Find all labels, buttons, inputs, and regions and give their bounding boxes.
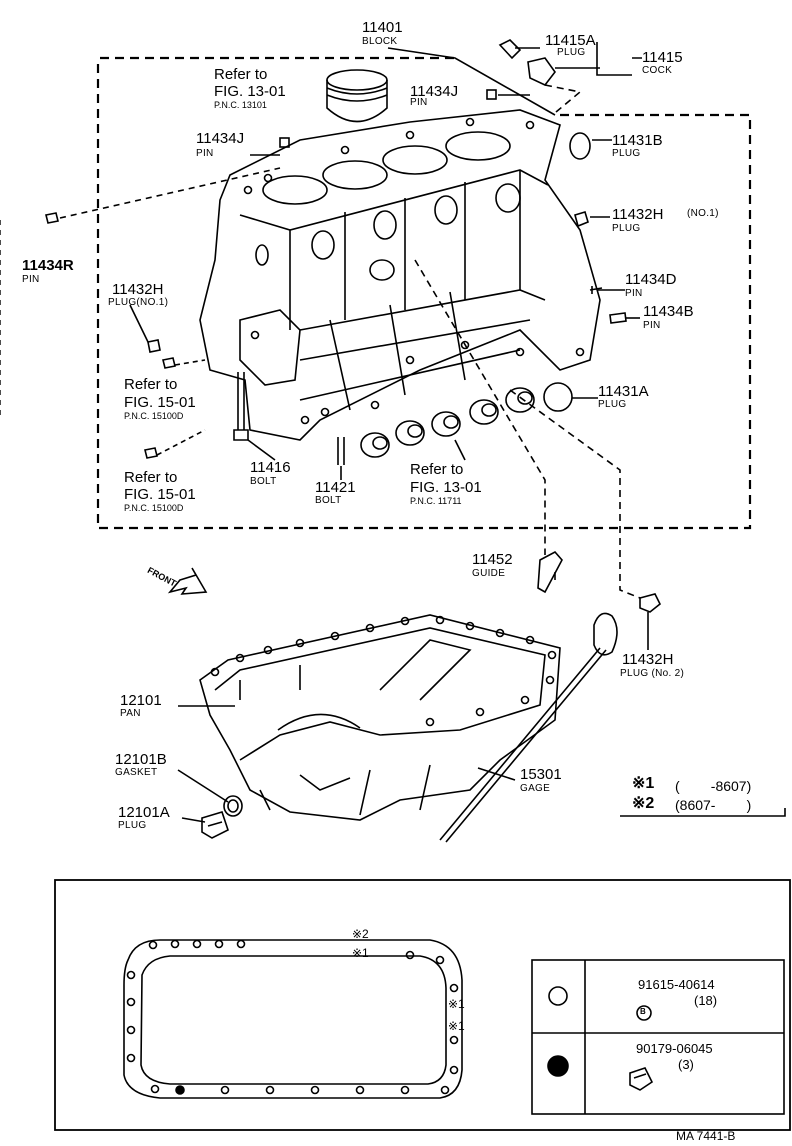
- label-11401-number: 11401: [362, 19, 403, 36]
- label-12101a-number: 12101A: [118, 804, 170, 821]
- label-11415-name: COCK: [642, 65, 673, 76]
- inset-mark-top-2: ※1: [352, 946, 369, 960]
- leader-lines: [59, 42, 649, 823]
- inset-mark-top-1: ※2: [352, 927, 369, 941]
- applicability-range-1: ( -8607): [675, 778, 752, 794]
- label-11434d-name: PIN: [625, 288, 643, 299]
- label-11434b-name: PIN: [643, 320, 661, 331]
- label-11452-number: 11452: [472, 551, 513, 568]
- label-11431b-name: PLUG: [612, 148, 641, 159]
- ref-15100a-line3: P.N.C. 15100D: [124, 411, 184, 421]
- oil-pan-icon: [199, 614, 561, 821]
- label-12101-name: PAN: [120, 708, 141, 719]
- label-11421-number: 11421: [315, 479, 356, 496]
- label-11415a-number: 11415A: [545, 32, 596, 49]
- fastener-2-part: 90179-06045: [636, 1041, 713, 1056]
- label-11416-number: 11416: [250, 459, 291, 476]
- label-11431a-number: 11431A: [598, 383, 649, 400]
- inset-gasket-outline: [123, 939, 463, 1099]
- label-11434j-left-number: 11434J: [196, 130, 245, 147]
- oil-pan-bolt-holes: [210, 615, 557, 727]
- ref-11711-line3: P.N.C. 11711: [410, 496, 462, 506]
- label-11434r-number: 11434R: [22, 257, 74, 274]
- label-11434b-number: 11434B: [643, 303, 694, 320]
- fastener-1-qty: (18): [694, 993, 718, 1008]
- label-12101b-number: 12101B: [115, 751, 167, 768]
- ref-11711-line1: Refer to: [410, 461, 464, 478]
- washer-badge-icon: [636, 1005, 652, 1021]
- label-15301-name: GAGE: [520, 783, 551, 794]
- label-11434j-left-name: PIN: [196, 148, 214, 159]
- fastener-table: [531, 959, 785, 1115]
- cock-boundary: [544, 84, 582, 113]
- cylinder-block-icon: [199, 109, 601, 441]
- ref-15100b-line1: Refer to: [124, 469, 178, 486]
- ref-13101-line1: Refer to: [214, 66, 268, 83]
- label-11431a-name: PLUG: [598, 399, 627, 410]
- block-bolt-holes: [243, 117, 585, 425]
- label-11434d-number: 11434D: [625, 271, 677, 288]
- ref-15100a-line2: FIG. 15-01: [124, 394, 196, 411]
- inset-mark-right-2: ※1: [448, 1019, 465, 1033]
- front-arrow-icon: [167, 567, 208, 595]
- label-11401-name: BLOCK: [362, 36, 398, 47]
- label-11452-name: GUIDE: [472, 568, 506, 579]
- label-15301-number: 15301: [520, 766, 562, 783]
- label-11432h-no1-left-name: PLUG(NO.1): [108, 297, 169, 308]
- small-parts: [45, 39, 662, 613]
- label-11415a-name: PLUG: [557, 47, 586, 58]
- applicability-mark-1: ※1: [632, 775, 655, 792]
- label-11432h-no2-name: PLUG (No. 2): [620, 668, 685, 679]
- label-11434j-top-number: 11434J: [410, 83, 459, 100]
- label-11432h-no1-right-number: 11432H: [612, 206, 664, 223]
- ref-11711-line2: FIG. 13-01: [410, 479, 482, 496]
- label-11432h-no1-right-note: (NO.1): [687, 208, 719, 219]
- fastener-1-part: 91615-40614: [638, 977, 715, 992]
- label-11431b-number: 11431B: [612, 132, 663, 149]
- label-12101a-name: PLUG: [118, 820, 147, 831]
- inset-box: [54, 879, 791, 1131]
- label-11432h-no2-number: 11432H: [622, 651, 674, 668]
- ref-15100b-line2: FIG. 15-01: [124, 486, 196, 503]
- gasket-icon: [223, 795, 243, 817]
- applicability-range-2: (8607- ): [675, 797, 752, 813]
- block-group-boundary: [96, 56, 752, 530]
- drain-plug-icon: [201, 811, 229, 839]
- fastener-2-qty: (3): [678, 1057, 694, 1072]
- hollow-circle-symbol: [548, 986, 568, 1006]
- ref-13101-line2: FIG. 13-01: [214, 83, 286, 100]
- label-11434j-top-name: PIN: [410, 97, 428, 108]
- inset-gasket-holes: [126, 939, 459, 1095]
- label-11432h-no1-right-name: PLUG: [612, 223, 641, 234]
- label-11415-number: 11415: [642, 49, 683, 66]
- label-11434r-name: PIN: [22, 274, 40, 285]
- ref-13101-line3: P.N.C. 13101: [214, 100, 267, 110]
- applicability-mark-2: ※2: [632, 795, 655, 812]
- main-bearings-icon: [360, 387, 535, 458]
- label-11421-name: BOLT: [315, 495, 342, 506]
- label-11432h-no1-left-number: 11432H: [112, 281, 164, 298]
- screw-plug-icon: [629, 1067, 654, 1091]
- fastener-1-badge: B: [640, 1007, 646, 1016]
- label-12101b-name: GASKET: [115, 767, 158, 778]
- figure-code: MA 7441-B: [676, 1129, 736, 1143]
- piston-icon: [326, 69, 388, 123]
- ref-15100b-line3: P.N.C. 15100D: [124, 503, 184, 513]
- ref-15100a-line1: Refer to: [124, 376, 178, 393]
- dipstick-icon: [439, 612, 618, 843]
- label-12101-number: 12101: [120, 692, 162, 709]
- label-11416-name: BOLT: [250, 476, 277, 487]
- filled-circle-symbol: [547, 1055, 569, 1077]
- inset-mark-right-1: ※1: [448, 997, 465, 1011]
